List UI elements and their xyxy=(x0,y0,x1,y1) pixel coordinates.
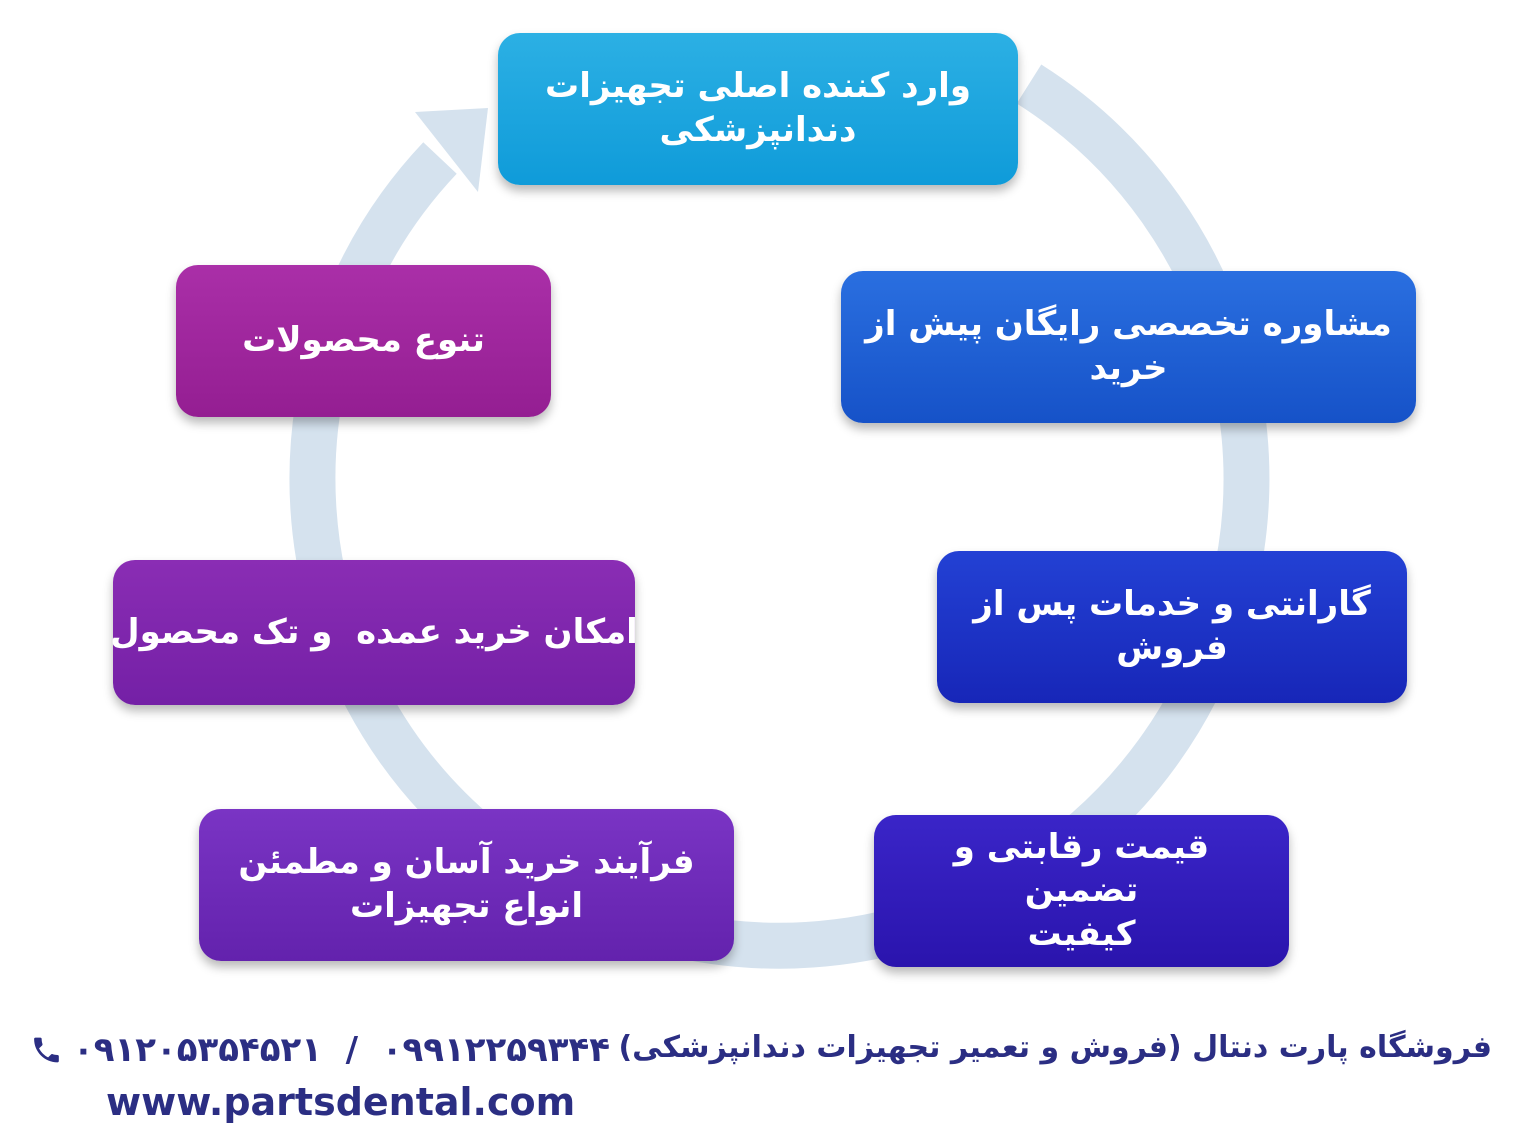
node-consultation-line-2: خرید xyxy=(1089,348,1168,388)
node-wholesale-line-1: امکان خرید عمده و تک محصول xyxy=(110,611,638,652)
node-consultation-line-1: مشاوره تخصصی رایگان پیش از xyxy=(865,304,1392,345)
node-warranty-line-2: فروش xyxy=(1116,628,1228,668)
node-importer: وارد کننده اصلی تجهیزات دندانپزشکی xyxy=(498,33,1018,185)
node-process-line-2: انواع تجهیزات xyxy=(349,886,584,926)
node-price-line-2: کیفیت xyxy=(1027,913,1136,954)
node-price: قیمت رقابتی و تضمین کیفیت xyxy=(874,815,1289,967)
node-variety-line-1: تنوع محصولات xyxy=(242,320,485,361)
node-importer-line-2: دندانپزشکی xyxy=(659,110,857,150)
node-warranty: گارانتی و خدمات پس از فروش xyxy=(937,551,1407,703)
node-process-line-1: فرآیند خرید آسان و مطمئن xyxy=(238,842,695,883)
website-url[interactable]: www.partsdental.com xyxy=(106,1080,576,1124)
phone-icon xyxy=(34,1037,59,1063)
node-importer-line-1: وارد کننده اصلی تجهیزات xyxy=(545,66,971,107)
footer-contact: ۰۹۱۲۰۵۳۵۴۵۲۱ / ۰۹۹۱۲۲۵۹۳۴۴ www.partsdent… xyxy=(30,1022,610,1124)
node-consultation: مشاوره تخصصی رایگان پیش از خرید xyxy=(841,271,1416,423)
store-title: فروشگاه پارت دنتال (فروش و تعمیر تجهیزات… xyxy=(618,1030,1492,1065)
node-price-line-1: قیمت رقابتی و تضمین xyxy=(953,826,1210,911)
node-warranty-line-1: گارانتی و خدمات پس از xyxy=(973,584,1371,625)
cycle-arrowhead xyxy=(415,108,488,192)
phone-line: ۰۹۱۲۰۵۳۵۴۵۲۱ / ۰۹۹۱۲۲۵۹۳۴۴ xyxy=(30,1022,610,1078)
phone-numbers: ۰۹۱۲۰۵۳۵۴۵۲۱ / ۰۹۹۱۲۲۵۹۳۴۴ xyxy=(72,1030,610,1070)
node-variety: تنوع محصولات xyxy=(176,265,551,417)
node-wholesale: امکان خرید عمده و تک محصول xyxy=(110,560,638,705)
node-process: فرآیند خرید آسان و مطمئن انواع تجهیزات xyxy=(199,809,734,961)
